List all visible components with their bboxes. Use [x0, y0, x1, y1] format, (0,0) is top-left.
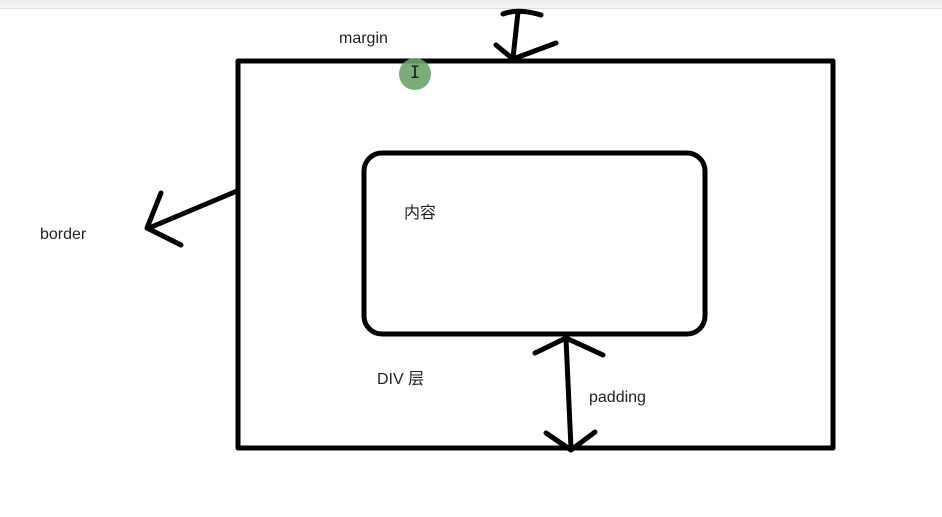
border-label: border	[40, 226, 87, 243]
cursor-highlight	[399, 58, 431, 90]
padding-arrow	[532, 335, 606, 453]
content-rect	[361, 150, 708, 337]
div-layer-label: DIV 层	[377, 371, 425, 388]
padding-label: padding	[589, 389, 646, 406]
window-top-strip	[0, 0, 942, 9]
content-label: 内容	[404, 205, 437, 222]
border-arrow	[144, 188, 240, 248]
margin-label: margin	[339, 30, 388, 47]
div-border-rect	[235, 58, 836, 451]
text-cursor-icon: I	[409, 63, 421, 83]
margin-arrow	[493, 8, 559, 62]
